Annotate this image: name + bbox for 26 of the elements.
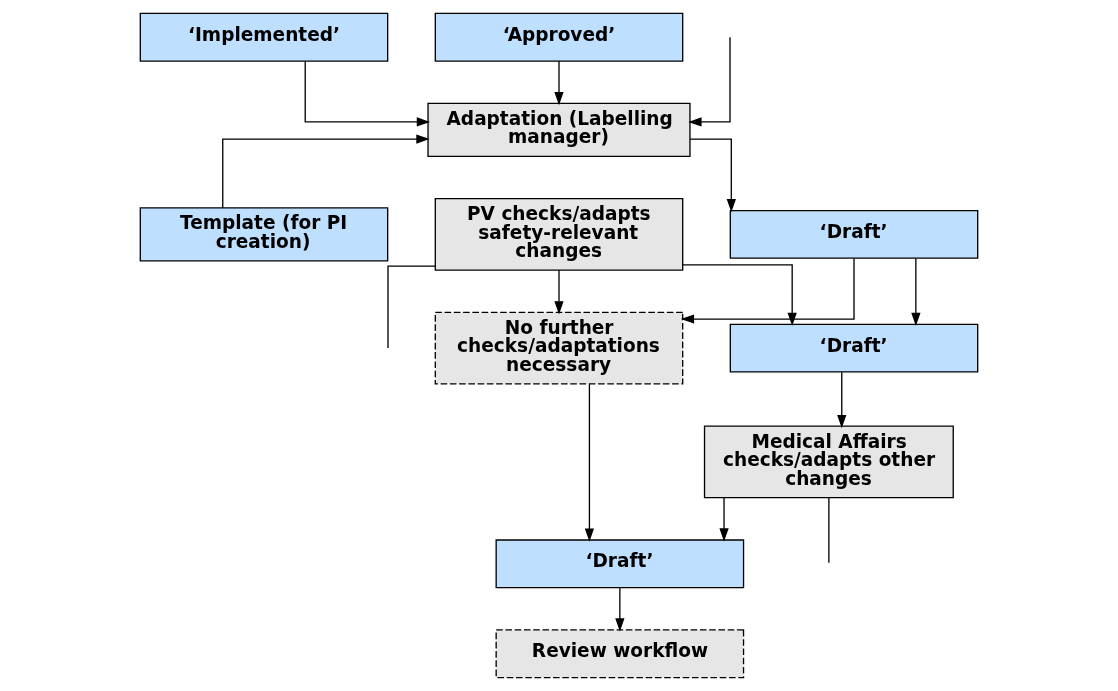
arrow (719, 497, 729, 542)
arrow (222, 134, 430, 209)
node-box: ‘Approved’ (434, 12, 684, 62)
connector (387, 265, 436, 349)
node-box: ‘Draft’ (495, 539, 745, 589)
node-box: Adaptation (Labelling manager) (427, 102, 691, 157)
arrow (682, 264, 797, 327)
arrow (688, 36, 731, 127)
arrow (837, 371, 847, 429)
arrow (615, 587, 625, 632)
node-box: No further checks/adaptations necessary (434, 311, 684, 385)
node-box: ‘Draft’ (729, 209, 979, 259)
arrow (554, 60, 564, 106)
arrow (584, 383, 595, 542)
node-box: Review workflow (495, 629, 745, 679)
node-box: PV checks/adapts safety-relevant changes (434, 198, 684, 271)
arrow (554, 269, 564, 315)
arrow (911, 257, 921, 327)
arrow (304, 60, 430, 127)
node-box: ‘Implemented’ (139, 12, 389, 62)
node-box: Medical Affairs checks/adapts other changes (703, 425, 954, 499)
node-box: Template (for PI creation) (139, 207, 389, 262)
arrow (680, 257, 855, 324)
connector (828, 497, 830, 564)
arrow (689, 138, 736, 213)
node-box: ‘Draft’ (729, 323, 979, 373)
